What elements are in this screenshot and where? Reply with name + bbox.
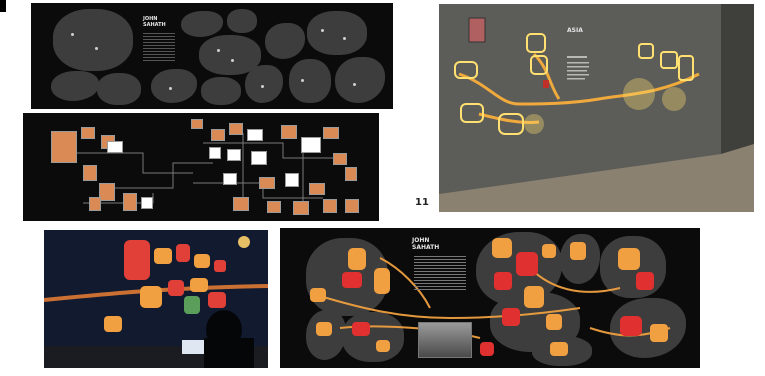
tile <box>227 149 241 161</box>
installation-scene <box>44 230 268 368</box>
panel-a-title: JOHN SAHATH <box>143 17 166 28</box>
dot <box>343 37 346 40</box>
corner-mark <box>0 0 6 12</box>
node <box>620 316 642 336</box>
tile <box>233 197 249 211</box>
tile <box>323 127 339 139</box>
node <box>480 342 494 356</box>
tile <box>333 153 347 165</box>
tile <box>107 141 123 153</box>
panel-c-title: ASIA <box>567 28 583 35</box>
tile <box>323 199 337 213</box>
panel-e-title: JOHN SAHATH <box>412 238 439 251</box>
dot <box>71 33 74 36</box>
node <box>516 252 538 276</box>
panel-gallery-wall-photo: ASIA <box>439 4 754 212</box>
node <box>570 242 586 260</box>
panel-tile-network <box>23 113 379 221</box>
dot <box>231 59 234 62</box>
tile <box>51 131 77 163</box>
node <box>342 272 362 288</box>
tile <box>83 165 97 181</box>
node <box>374 268 390 294</box>
blob <box>151 69 197 103</box>
node <box>352 322 370 336</box>
node <box>650 324 668 342</box>
node <box>618 248 640 270</box>
node <box>550 342 568 356</box>
node <box>348 248 366 270</box>
blob <box>335 57 385 103</box>
dot <box>321 29 324 32</box>
tile <box>89 197 101 211</box>
blob <box>53 9 133 71</box>
tile <box>301 137 321 153</box>
node <box>316 322 332 336</box>
panel-blob-map: JOHN SAHATH <box>31 3 393 109</box>
tile <box>223 173 237 185</box>
tile <box>211 129 225 141</box>
dot <box>95 47 98 50</box>
dot <box>169 87 172 90</box>
dot <box>301 79 304 82</box>
tile <box>285 173 299 187</box>
tile <box>309 183 325 195</box>
dot <box>217 49 220 52</box>
node <box>310 288 326 302</box>
tile <box>229 123 243 135</box>
blob <box>265 23 305 59</box>
tile <box>345 167 357 181</box>
tile <box>345 199 359 213</box>
tile <box>81 127 95 139</box>
blob <box>97 73 141 105</box>
tile <box>141 197 153 209</box>
tile <box>209 147 221 159</box>
tile <box>293 201 309 215</box>
blob <box>51 71 99 101</box>
gallery-wall-scene <box>439 4 754 212</box>
node <box>494 272 512 290</box>
tile <box>267 201 281 213</box>
blob <box>181 11 223 37</box>
text-block <box>414 256 466 292</box>
panel-color-node-map: JOHN SAHATH <box>280 228 700 368</box>
tile <box>251 151 267 165</box>
figure-number: 11 <box>415 197 429 208</box>
tile <box>259 177 275 189</box>
blob <box>245 65 283 103</box>
tile <box>99 183 115 201</box>
node <box>524 286 544 308</box>
blob <box>307 11 367 55</box>
node <box>542 244 556 258</box>
blob <box>201 77 241 105</box>
node <box>546 314 562 330</box>
blob <box>289 59 331 103</box>
node <box>636 272 654 290</box>
blob <box>227 9 257 33</box>
tile <box>281 125 297 139</box>
dot <box>261 85 264 88</box>
node <box>502 308 520 326</box>
tile <box>247 129 263 141</box>
tile <box>191 119 203 129</box>
photo-thumbnail <box>418 322 472 358</box>
text-block <box>143 33 175 61</box>
node <box>376 340 390 352</box>
node <box>492 238 512 258</box>
tile <box>123 193 137 211</box>
dot <box>353 83 356 86</box>
panel-installation-photo <box>44 230 268 368</box>
